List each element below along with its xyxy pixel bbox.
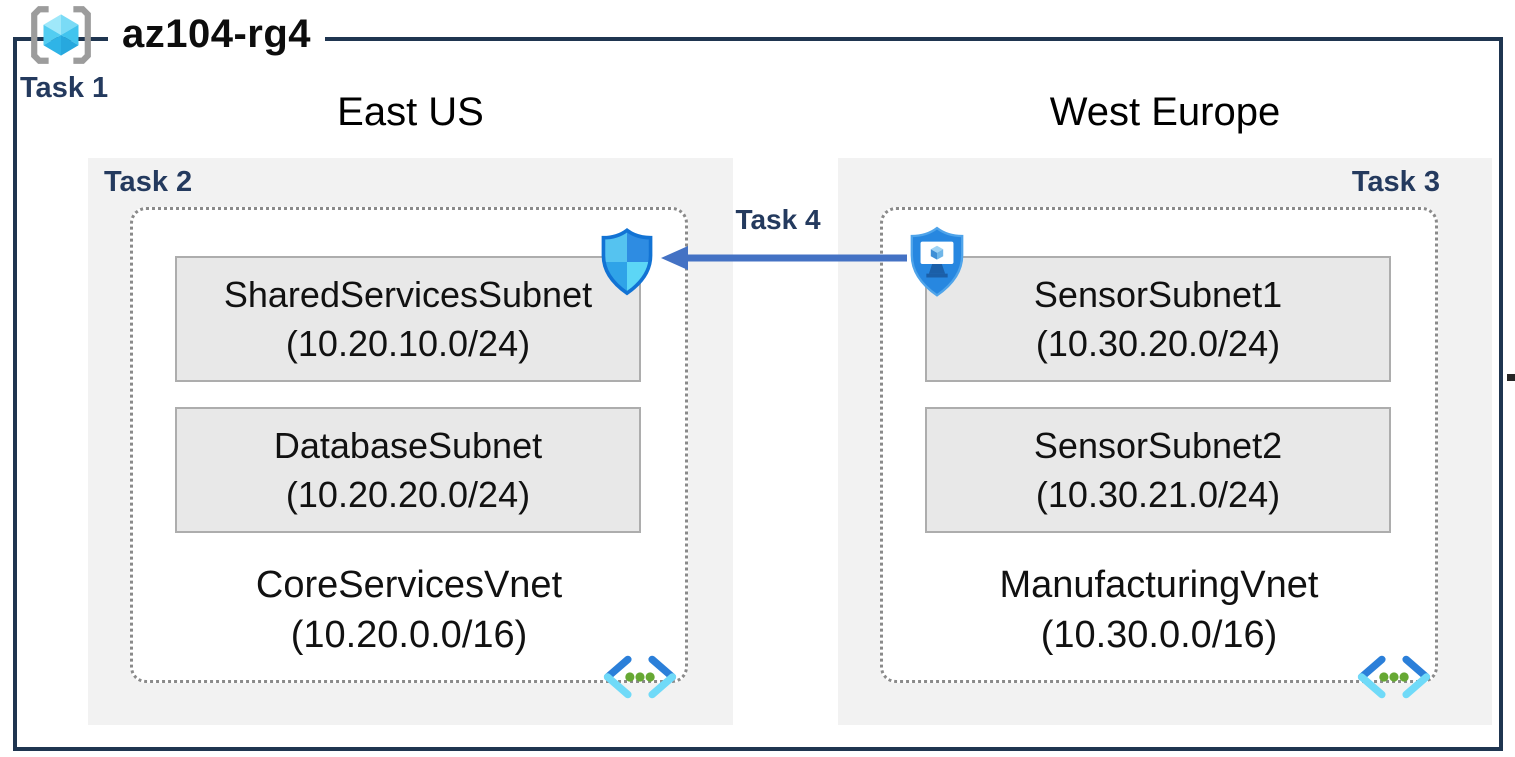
region-label-west-europe: West Europe	[1049, 90, 1281, 134]
vnet-cidr: (10.20.0.0/16)	[290, 614, 528, 656]
bastion-shield-monitor-icon	[906, 225, 968, 299]
subnet-cidr: (10.30.21.0/24)	[1035, 474, 1281, 515]
shared-services-subnet: SharedServicesSubnet (10.20.10.0/24)	[175, 256, 641, 382]
vnet-cidr: (10.30.0.0/16)	[1040, 614, 1278, 656]
subnet-cidr: (10.20.10.0/24)	[285, 323, 531, 364]
vnet-name: CoreServicesVnet	[255, 564, 563, 606]
resource-group-icon	[27, 5, 95, 65]
sensor-subnet-2: SensorSubnet2 (10.30.21.0/24)	[925, 407, 1391, 533]
database-subnet: DatabaseSubnet (10.20.20.0/24)	[175, 407, 641, 533]
manufacturing-vnet-label: ManufacturingVnet (10.30.0.0/16)	[880, 560, 1438, 660]
task3-label: Task 3	[1351, 166, 1440, 198]
resource-group-frame	[13, 37, 1503, 751]
peering-arrow	[655, 238, 910, 280]
vnet-name: ManufacturingVnet	[999, 564, 1319, 606]
sensor-subnet-1: SensorSubnet1 (10.30.20.0/24)	[925, 256, 1391, 382]
subnet-cidr: (10.20.20.0/24)	[285, 474, 531, 515]
subnet-name: SensorSubnet1	[1033, 274, 1283, 315]
task2-label: Task 2	[104, 166, 193, 198]
subnet-name: SharedServicesSubnet	[223, 274, 593, 315]
core-services-vnet-label: CoreServicesVnet (10.20.0.0/16)	[130, 560, 688, 660]
subnet-name: SensorSubnet2	[1033, 425, 1283, 466]
virtual-network-icon	[597, 650, 683, 704]
resource-group-title: az104-rg4	[108, 12, 326, 57]
virtual-network-icon	[1351, 650, 1437, 704]
task1-label: Task 1	[20, 72, 109, 104]
subnet-cidr: (10.30.20.0/24)	[1035, 323, 1281, 364]
network-security-group-shield-icon	[598, 227, 656, 297]
edge-tick-mark	[1507, 374, 1515, 381]
task4-label: Task 4	[735, 204, 821, 235]
subnet-name: DatabaseSubnet	[273, 425, 543, 466]
region-label-east-us: East US	[337, 90, 484, 134]
